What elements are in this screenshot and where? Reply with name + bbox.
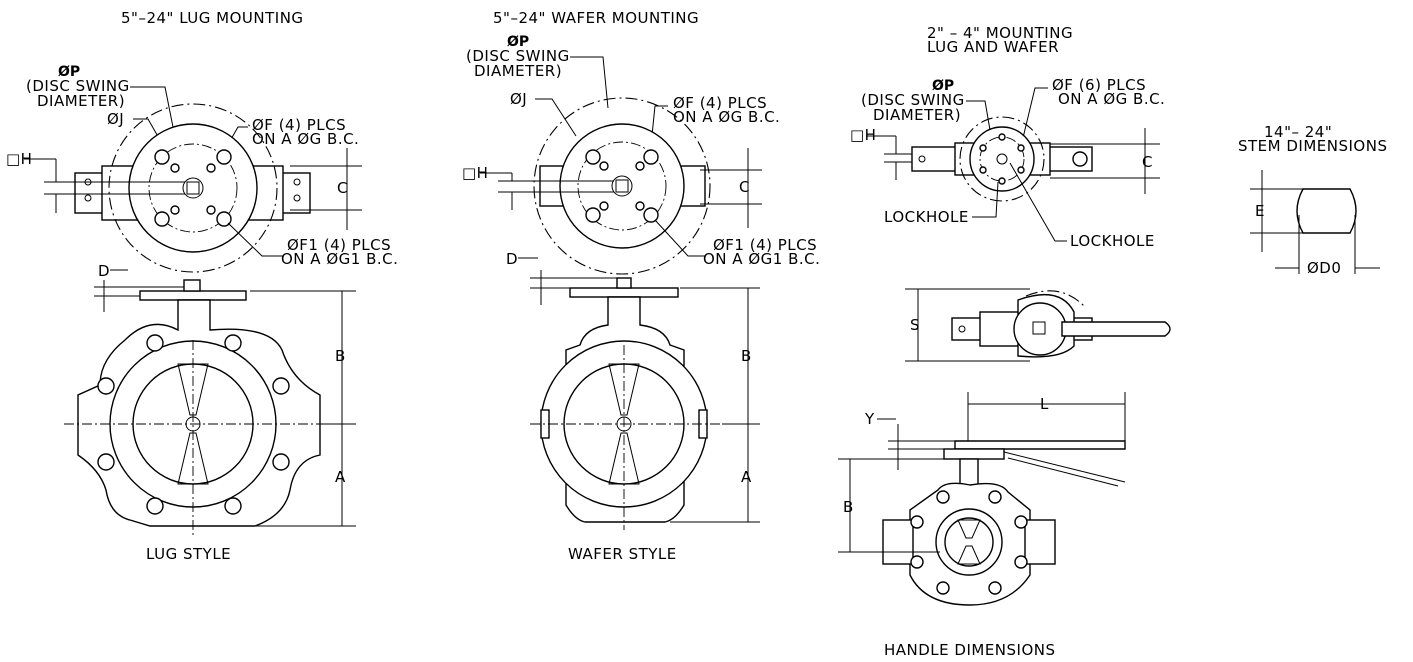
lug-b-label: B <box>335 347 346 365</box>
lug-style-front-view: D B A LUG STYLE <box>64 262 356 563</box>
wafer-style-caption: WAFER STYLE <box>568 545 677 563</box>
wafer-f1-line1: ØF1 (4) PLCS <box>713 236 817 254</box>
lug-f1-line1: ØF1 (4) PLCS <box>287 236 391 254</box>
small-mounting-top-view: 2" – 4" MOUNTING LUG AND WAFER ØP (DISC … <box>850 24 1165 250</box>
small-p-symbol: ØP <box>932 78 954 94</box>
small-lockhole-left: LOCKHOLE <box>884 208 969 226</box>
small-f-line1: ØF (6) PLCS <box>1052 76 1146 94</box>
lug-f1-line2: ON A ØG1 B.C. <box>281 250 398 268</box>
handle-side-view: L Y B HANDLE DIMENSIONS <box>838 392 1126 659</box>
handle-l-label: L <box>1040 395 1049 413</box>
small-h-label: □H <box>850 126 876 144</box>
wafer-p-desc-1: (DISC SWING <box>466 47 570 65</box>
wafer-c-label: C <box>739 178 750 196</box>
wafer-mounting-title: 5"–24" WAFER MOUNTING <box>493 9 699 27</box>
wafer-p-desc-2: DIAMETER) <box>474 62 562 80</box>
lug-c-label: C <box>337 179 348 197</box>
lug-j-label: ØJ <box>107 110 124 128</box>
lug-h-label: □H <box>6 150 32 168</box>
lug-f-line1: ØF (4) PLCS <box>252 116 346 134</box>
wafer-f-line2: ON A ØG B.C. <box>673 108 780 126</box>
lug-mounting-top-view: 5"–24" LUG MOUNTING ØP (DISC SWING DIAME… <box>6 9 398 273</box>
small-p-desc-1: (DISC SWING <box>861 91 965 109</box>
wafer-f1-line2: ON A ØG1 B.C. <box>703 250 820 268</box>
lug-f-line2: ON A ØG B.C. <box>252 130 359 148</box>
handle-caption: HANDLE DIMENSIONS <box>884 641 1056 659</box>
stem-title-2: STEM DIMENSIONS <box>1238 137 1387 155</box>
wafer-d-label: D <box>506 250 518 268</box>
lug-p-desc-1: (DISC SWING <box>26 77 130 95</box>
handle-top-view: S <box>905 288 1171 362</box>
lug-p-symbol: ØP <box>58 64 80 80</box>
small-c-label: C <box>1142 153 1153 171</box>
small-lockhole-right: LOCKHOLE <box>1070 232 1155 250</box>
handle-b-label: B <box>843 498 854 516</box>
wafer-a-label: A <box>741 468 752 486</box>
stem-title-1: 14"– 24" <box>1264 123 1332 141</box>
wafer-mounting-top-view: 5"–24" WAFER MOUNTING ØP (DISC SWING DIA… <box>462 9 820 275</box>
small-mounting-title-1: 2" – 4" MOUNTING <box>927 24 1073 42</box>
stem-e-label: E <box>1255 202 1265 220</box>
stem-dimensions-view: 14"– 24" STEM DIMENSIONS E ØD0 <box>1238 123 1387 277</box>
handle-y-label: Y <box>864 410 875 428</box>
small-mounting-title-2: LUG AND WAFER <box>927 38 1059 56</box>
lug-d-label: D <box>98 262 110 280</box>
wafer-f-line1: ØF (4) PLCS <box>673 94 767 112</box>
wafer-h-label: □H <box>462 164 488 182</box>
stem-d0-label: ØD0 <box>1307 259 1341 277</box>
lug-mounting-title: 5"–24" LUG MOUNTING <box>121 9 304 27</box>
small-f-line2: ON A ØG B.C. <box>1058 90 1165 108</box>
wafer-j-label: ØJ <box>510 90 527 108</box>
wafer-style-front-view: D B A WAFER STYLE <box>506 250 760 563</box>
small-p-desc-2: DIAMETER) <box>873 106 961 124</box>
handle-s-label: S <box>910 316 920 334</box>
lug-a-label: A <box>335 468 346 486</box>
wafer-p-symbol: ØP <box>507 34 529 50</box>
lug-style-caption: LUG STYLE <box>146 545 231 563</box>
wafer-b-label: B <box>741 347 752 365</box>
lug-p-desc-2: DIAMETER) <box>37 92 125 110</box>
